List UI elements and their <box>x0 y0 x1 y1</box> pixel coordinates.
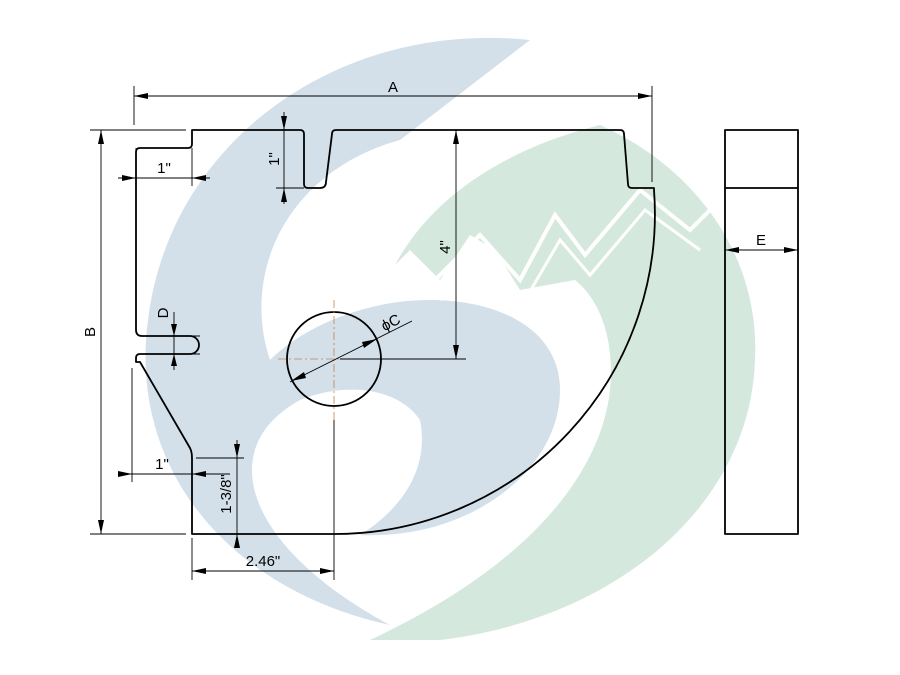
watermark-green-arc <box>370 125 756 640</box>
dimension-top-notch-width: 1" <box>118 148 210 186</box>
dimension-e: E <box>725 232 798 253</box>
diameter-c-label: ϕC <box>379 311 404 335</box>
dimension-lower-notch-depth: 1" <box>118 368 230 482</box>
lower-notch-depth-label: 1" <box>155 456 169 473</box>
bottom-offset-label: 2.46" <box>246 553 281 570</box>
dimension-a: A <box>133 79 653 182</box>
dimension-lower-notch-height: 1-3/8" <box>196 440 244 548</box>
part-outline <box>135 129 656 535</box>
dimension-b-label: B <box>82 327 99 337</box>
dimension-diameter-c: ϕC <box>289 311 413 383</box>
watermark-mountain-lines-2 <box>438 207 701 303</box>
lower-notch-height-label: 1-3/8" <box>218 474 235 514</box>
dimension-e-label: E <box>756 232 766 249</box>
hole-height-label: 4" <box>437 240 454 254</box>
top-slot-depth-label: 1" <box>266 152 283 166</box>
dimension-a-label: A <box>388 79 398 96</box>
dimension-top-slot-depth: 1" <box>266 112 304 204</box>
logo-watermark <box>145 37 756 640</box>
side-view-block <box>724 129 799 535</box>
dimension-d: D <box>155 307 200 370</box>
top-notch-width-label: 1" <box>157 160 171 177</box>
dimension-d-label: D <box>155 307 172 318</box>
watermark-blue-arc <box>145 37 560 626</box>
dimension-b: B <box>82 129 186 535</box>
dimension-bottom-offset: 2.46" <box>191 420 335 580</box>
dimension-hole-height: 4" <box>340 130 466 360</box>
watermark-mountain-lines <box>428 187 722 287</box>
